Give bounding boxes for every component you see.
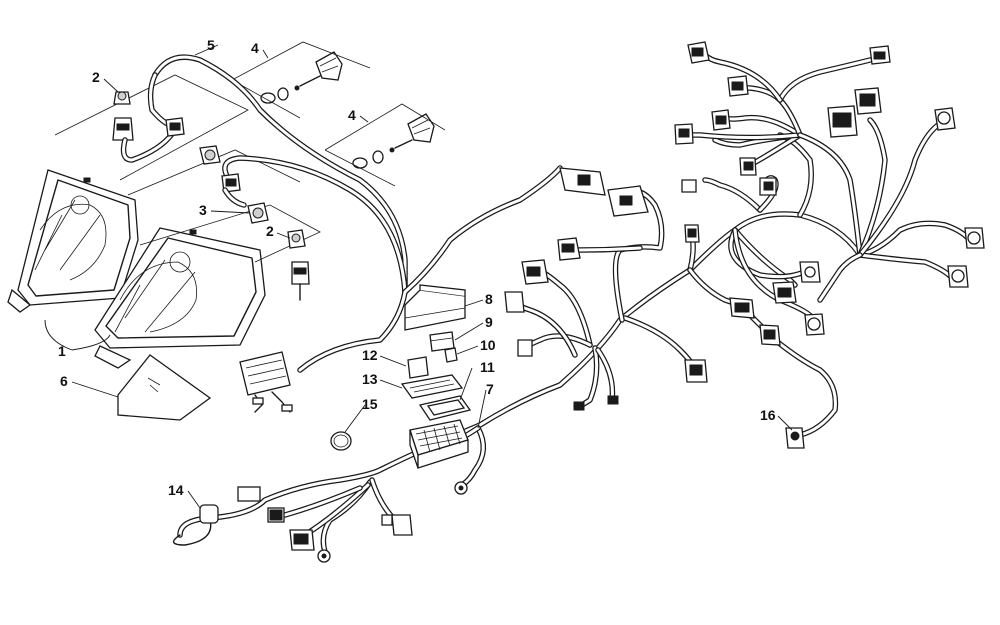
connector-mid (607, 185, 649, 217)
callout-11: 11 (480, 359, 495, 375)
callout-3: 3 (199, 202, 207, 218)
bulb-socket-lower (287, 229, 310, 301)
headlight-left (7, 169, 139, 313)
gasket-11 (418, 395, 472, 421)
callout-10: 10 (480, 337, 496, 353)
callout-13: 13 (362, 371, 378, 387)
connector-group-right (674, 41, 985, 383)
callout-4-upper: 4 (251, 40, 259, 56)
callout-1: 1 (58, 343, 66, 359)
front-connectors (237, 481, 468, 563)
connector-group-left (504, 237, 619, 411)
bulb-3 (247, 202, 269, 224)
adjuster-upper (260, 51, 343, 104)
callout-9: 9 (485, 314, 493, 330)
dash-connector (239, 351, 293, 413)
relay-12 (407, 356, 429, 379)
callout-15: 15 (362, 396, 378, 412)
connector-16 (785, 427, 805, 449)
headlight-harness (120, 54, 408, 295)
relay-9 (429, 331, 455, 352)
headlight-right (94, 227, 266, 369)
callout-2-upper: 2 (92, 69, 100, 85)
callout-5: 5 (207, 37, 215, 53)
clamp-15 (330, 431, 352, 451)
callout-2-lower: 2 (266, 223, 274, 239)
callout-8: 8 (485, 291, 493, 307)
circuit-board-13 (400, 374, 464, 399)
bulb-lower-left (199, 145, 221, 165)
fuse-10 (444, 347, 458, 363)
leader-lines (44, 44, 793, 509)
fuse-block (409, 419, 469, 469)
decal-6 (117, 354, 212, 421)
callout-16: 16 (760, 407, 776, 423)
callout-14: 14 (168, 482, 184, 498)
callout-4-lower: 4 (348, 107, 356, 123)
cap-14 (172, 504, 219, 546)
relay-box-8 (404, 284, 466, 331)
callout-6: 6 (60, 373, 68, 389)
connector-top-trunk (559, 167, 606, 196)
callouts: 1 2 2 3 4 4 5 6 7 8 9 10 11 12 13 14 15 … (58, 37, 776, 498)
adjuster-lower (352, 113, 435, 169)
callout-12: 12 (362, 347, 378, 363)
callout-7: 7 (486, 381, 494, 397)
